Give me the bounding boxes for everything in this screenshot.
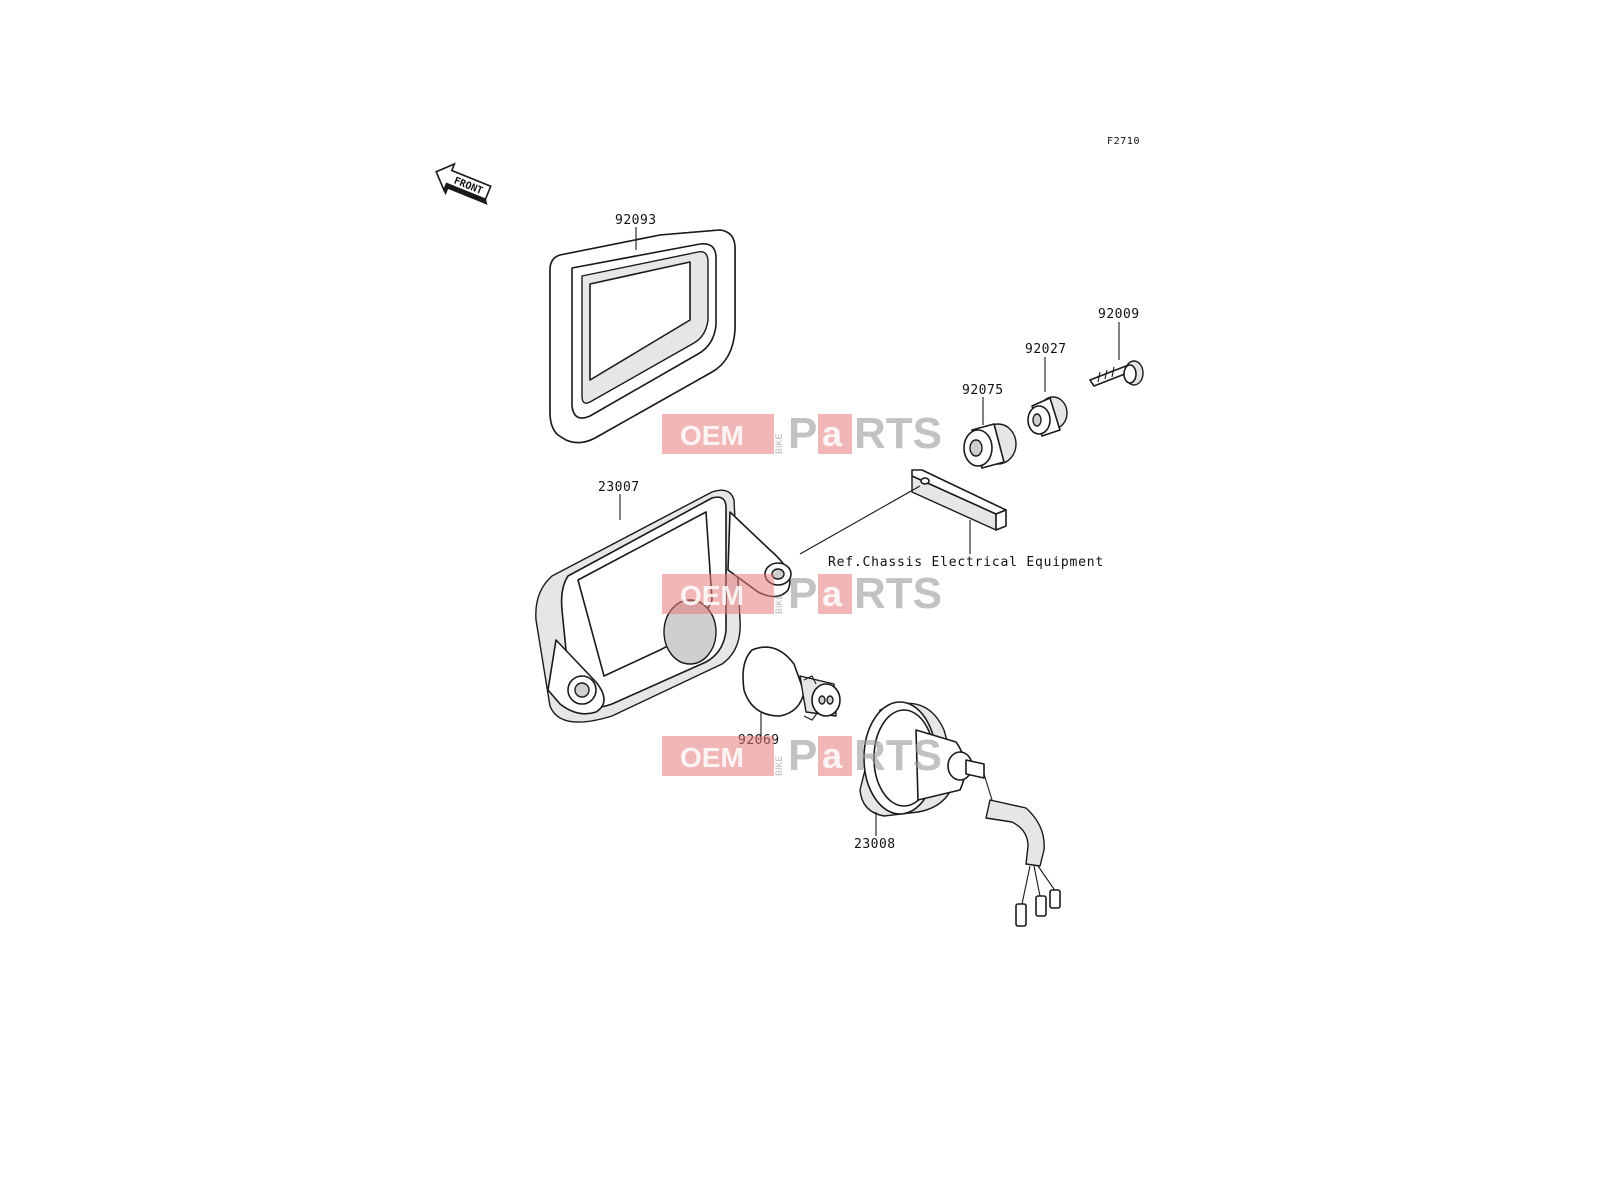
svg-text:OEM: OEM: [680, 580, 744, 611]
svg-text:RTS: RTS: [854, 409, 942, 458]
svg-text:P: P: [788, 569, 817, 618]
watermark-1: OEM BIKE P a RTS: [662, 409, 942, 458]
svg-text:RTS: RTS: [854, 569, 942, 618]
part-label-92027: 92027: [1025, 342, 1067, 357]
part-label-92009: 92009: [1098, 307, 1140, 322]
part-92093-frame: 92093: [549, 213, 736, 444]
svg-text:BIKE: BIKE: [774, 433, 784, 454]
part-label-23008: 23008: [854, 837, 896, 852]
part-92075-grommet: 92075: [962, 383, 1017, 469]
svg-text:OEM: OEM: [680, 420, 744, 451]
part-92009-bolt: 92009: [1089, 307, 1144, 387]
svg-text:BIKE: BIKE: [774, 755, 784, 776]
svg-text:a: a: [822, 573, 843, 614]
bracket-tab: Ref.Chassis Electrical Equipment: [799, 469, 1104, 570]
part-label-92075: 92075: [962, 383, 1004, 398]
svg-text:OEM: OEM: [680, 742, 744, 773]
svg-text:P: P: [788, 731, 817, 780]
watermark-3: OEM BIKE P a RTS: [662, 731, 942, 780]
svg-text:a: a: [822, 413, 843, 454]
front-arrow-icon: FRONT: [435, 162, 492, 205]
part-23008-socket: 23008: [854, 701, 1061, 927]
part-92027-collar: 92027: [1025, 342, 1068, 437]
diagram-code: F2710: [1107, 136, 1140, 147]
part-label-23007: 23007: [598, 480, 640, 495]
part-92069-bulb: 92069: [738, 646, 841, 748]
svg-text:a: a: [822, 735, 843, 776]
svg-text:RTS: RTS: [854, 731, 942, 780]
svg-text:BIKE: BIKE: [774, 593, 784, 614]
svg-text:P: P: [788, 409, 817, 458]
watermark-2: OEM BIKE P a RTS: [662, 569, 942, 618]
part-label-92093: 92093: [615, 213, 657, 228]
reference-note: Ref.Chassis Electrical Equipment: [828, 555, 1104, 570]
